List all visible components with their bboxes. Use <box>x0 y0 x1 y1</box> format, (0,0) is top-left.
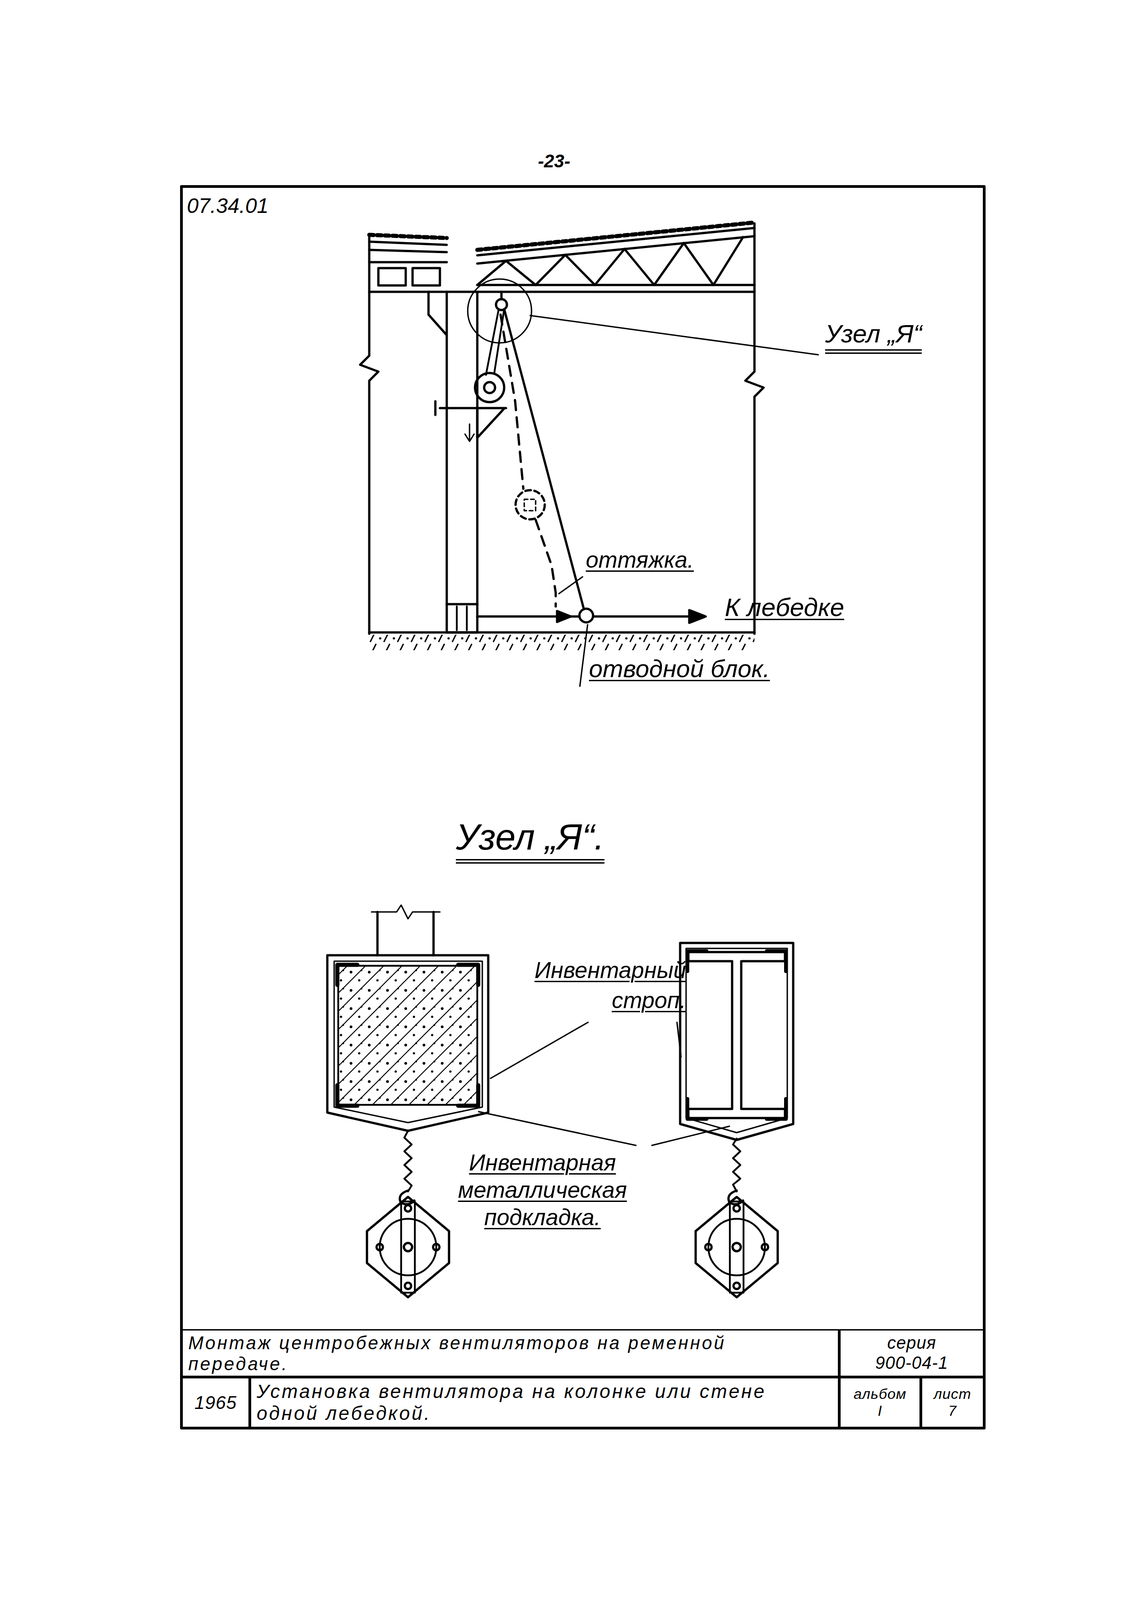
sling <box>334 960 483 1123</box>
rope <box>504 309 584 608</box>
metal-pad <box>687 950 786 1119</box>
fan-symbol <box>475 372 505 403</box>
cell-text: серия <box>887 1332 937 1354</box>
pin <box>403 1242 413 1251</box>
pin <box>733 1282 740 1289</box>
floor-line <box>369 631 755 634</box>
series-cell: серия900-04-1 <box>839 1328 985 1377</box>
cell-text: Установка вентилятора на колонке или сте… <box>256 1380 833 1425</box>
sling <box>327 955 489 1131</box>
fan-dashed <box>524 499 536 511</box>
sheet-title-cell: Установка вентилятора на колонке или сте… <box>249 1376 840 1428</box>
arrowhead <box>557 610 571 622</box>
leader-line <box>676 1022 682 1057</box>
page-number: -23- <box>537 150 571 172</box>
sheet-frame <box>181 186 985 1428</box>
block-body <box>695 1196 778 1297</box>
cell-text: альбом <box>853 1385 907 1403</box>
pulley <box>495 299 507 310</box>
anchor-block <box>446 604 478 633</box>
rope <box>404 1130 412 1192</box>
concrete-beam <box>338 965 478 1105</box>
rope <box>592 615 705 618</box>
leader-line <box>579 624 588 687</box>
cell-text: лист <box>933 1385 972 1403</box>
truss-panel <box>412 268 440 286</box>
cheek-bar <box>729 1201 744 1293</box>
cell-text: Монтаж центробежных вентиляторов на реме… <box>188 1332 833 1374</box>
pin <box>404 1282 412 1289</box>
leader-line <box>530 315 819 355</box>
leader-line <box>651 1125 730 1146</box>
truss-panel <box>378 268 406 286</box>
fan-path-dashed <box>500 314 524 489</box>
drawing-code: 07.34.01 <box>186 193 269 218</box>
column <box>428 291 478 605</box>
pin <box>761 1243 769 1250</box>
part-label: отводной блок. <box>588 654 770 683</box>
pulley-block <box>695 1138 778 1297</box>
i-beam <box>688 951 785 1118</box>
bracket-arrow <box>464 423 475 442</box>
arrowhead <box>689 609 706 623</box>
cell-text: 1965 <box>194 1391 238 1413</box>
detail-heading: Узел „Я“. <box>455 815 605 864</box>
block-body <box>366 1196 450 1297</box>
sheet-number-cell: лист7 <box>920 1376 985 1428</box>
fan-symbol <box>484 382 496 393</box>
truss-chords <box>477 227 755 285</box>
part-label: оттяжка. <box>585 547 694 574</box>
cheek-bar <box>401 1201 415 1293</box>
leader-line <box>478 1111 636 1146</box>
pin <box>732 1242 741 1251</box>
cell-text: 7 <box>948 1402 957 1420</box>
wall-bracket <box>435 401 507 438</box>
wall-left <box>360 234 379 634</box>
sling <box>686 948 788 1133</box>
snatch-block <box>579 608 594 623</box>
anchor-block <box>456 606 467 631</box>
pin <box>376 1243 383 1250</box>
year-cell: 1965 <box>181 1376 250 1428</box>
pin <box>404 1204 412 1212</box>
metal-pad <box>337 964 479 1106</box>
album-cell: альбомI <box>839 1376 921 1428</box>
direction-label: К лебедке <box>724 592 845 622</box>
cell-text: I <box>877 1402 883 1420</box>
sheave <box>379 1218 437 1276</box>
truss-diagonals <box>477 237 744 285</box>
pin <box>433 1243 440 1250</box>
pin <box>705 1243 712 1250</box>
rope <box>733 1138 741 1192</box>
roofing <box>369 222 755 250</box>
sling <box>680 942 794 1140</box>
leader-line <box>490 1022 589 1079</box>
pin <box>733 1204 740 1212</box>
leader-line <box>558 576 583 594</box>
sheave <box>708 1218 765 1276</box>
title-cell: Монтаж центробежных вентиляторов на реме… <box>181 1328 840 1377</box>
pulley-block <box>366 1130 450 1297</box>
detail-callout: Узел „Я“ <box>825 319 922 354</box>
part-label: Инвентарная металлическая подкладка. <box>423 1148 662 1231</box>
fan-path-dashed <box>535 519 556 607</box>
ground-hatch <box>369 634 755 651</box>
column-stub <box>377 911 434 956</box>
fan-dashed <box>515 490 545 520</box>
cell-text: 900-04-1 <box>875 1353 949 1374</box>
part-label: Инвентарный строп. <box>512 955 687 1016</box>
break-mark <box>371 904 440 919</box>
